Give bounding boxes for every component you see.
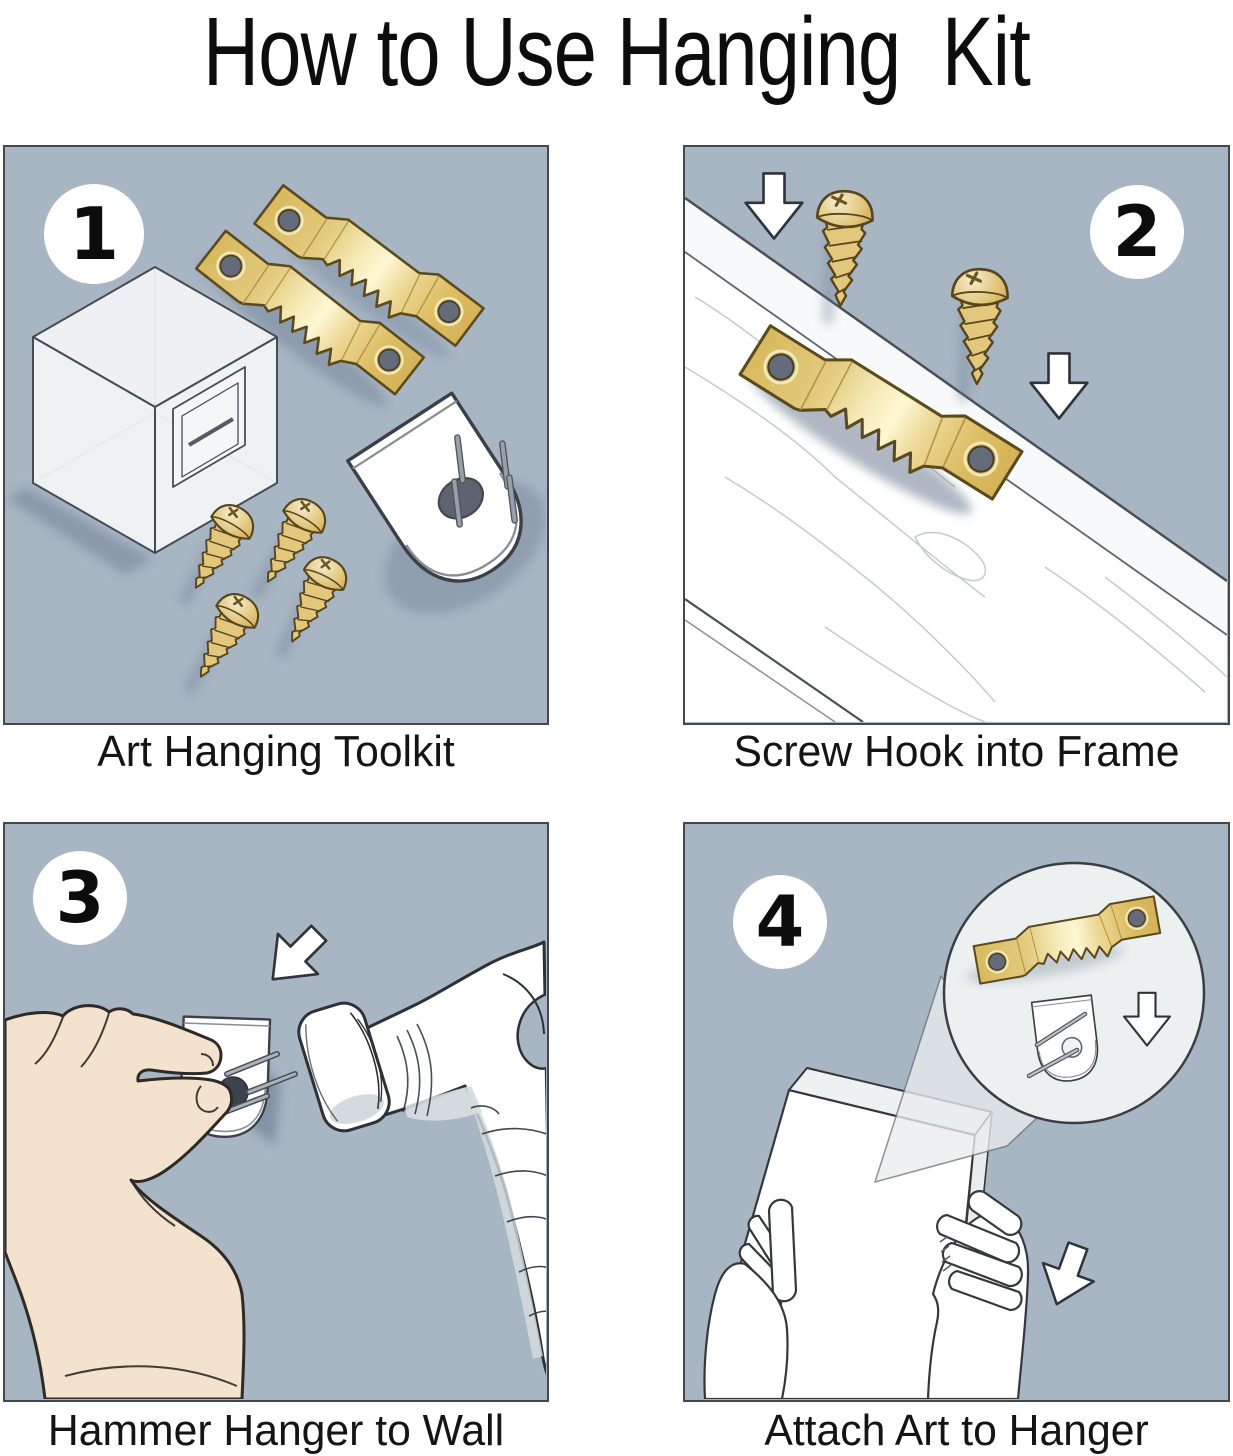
- step4-illustration: [703, 861, 1206, 1399]
- grip-hatch: [939, 1236, 952, 1272]
- hand: [5, 1004, 246, 1399]
- magnifier-circle: [942, 861, 1206, 1125]
- page-title: How to Use Hanging Kit: [203, 0, 1031, 106]
- caption-step2: Screw Hook into Frame: [733, 727, 1180, 776]
- wall-hook: [1026, 994, 1103, 1086]
- box-shadow: [7, 487, 153, 575]
- panel-step3: 3: [3, 822, 549, 1402]
- panel-step2: 2: [683, 145, 1230, 725]
- caption-step3: Hammer Hanger to Wall: [47, 1406, 505, 1455]
- down-arrow: [744, 172, 804, 240]
- wall-hook: [178, 1015, 298, 1140]
- toolkit-box: [32, 266, 278, 554]
- down-left-arrow: [251, 911, 341, 1001]
- step-number: 3: [55, 857, 105, 939]
- step-number-badge: 4: [733, 875, 827, 969]
- step-number-badge: 3: [33, 851, 127, 945]
- step3-illustration: [5, 911, 546, 1399]
- step-number: 2: [1112, 191, 1162, 273]
- hand: [926, 1190, 1030, 1399]
- screw: [947, 266, 1011, 387]
- panel-step1: 1: [3, 145, 549, 725]
- step-number-badge: 2: [1090, 185, 1184, 279]
- screw: [810, 188, 876, 309]
- step-number-badge: 1: [44, 184, 144, 284]
- step2-illustration: [685, 172, 1227, 722]
- hammer: [297, 940, 546, 1376]
- wall-hook: [346, 391, 546, 606]
- hand: [703, 1198, 798, 1399]
- down-arrow: [1029, 352, 1089, 420]
- panel-step4: 4: [683, 822, 1230, 1402]
- step-number: 4: [755, 881, 805, 963]
- caption-step1: Art Hanging Toolkit: [97, 727, 455, 776]
- hammer-face: [297, 1001, 391, 1133]
- hook-pins: [222, 1051, 298, 1115]
- step1-illustration: [7, 166, 546, 694]
- step-number: 1: [68, 192, 120, 276]
- caption-step4: Attach Art to Hanger: [764, 1406, 1149, 1455]
- down-arrow: [1030, 1235, 1105, 1315]
